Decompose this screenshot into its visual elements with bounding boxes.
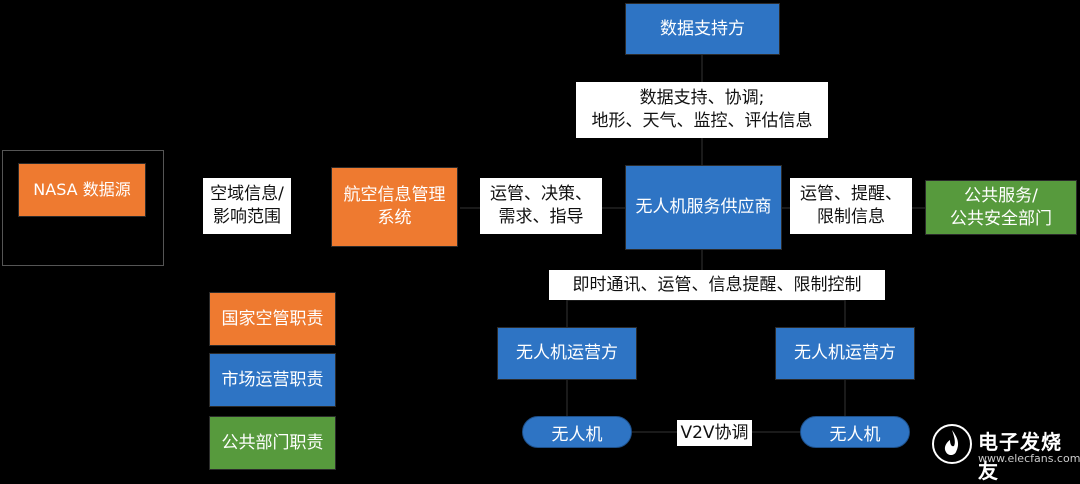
uas-provider-node: 无人机服务供应商 (625, 165, 782, 250)
operator-2-node: 无人机运营方 (775, 327, 915, 380)
watermark-url: www.elecfans.com (978, 452, 1080, 465)
nasa-node: NASA 数据源 (18, 163, 146, 217)
legend-public-sector-label: 公共部门职责 (221, 432, 324, 453)
data-provider-node: 数据支持方 (625, 3, 780, 55)
data-provider-label: 数据支持方 (660, 18, 745, 39)
aim-system-node: 航空信息管理系统 (331, 167, 458, 247)
airspace-label: 空域信息/ 影响范围 (203, 178, 291, 234)
public-dept-label: 公共服务/ 公共安全部门 (950, 185, 1052, 229)
legend-national-atc-label: 国家空管职责 (221, 308, 324, 329)
messaging-label: 即时通讯、运管、信息提醒、限制控制 (549, 270, 885, 300)
v2v-label: V2V协调 (677, 420, 752, 446)
nasa-label: NASA 数据源 (33, 180, 131, 200)
operator-1-label: 无人机运营方 (516, 343, 618, 364)
uav-2-label: 无人机 (829, 424, 881, 445)
aim-system-label: 航空信息管理系统 (343, 185, 446, 228)
legend-market-ops: 市场运营职责 (209, 353, 336, 407)
legend-national-atc: 国家空管职责 (209, 292, 336, 346)
flame-logo-icon (932, 424, 972, 464)
public-dept-node: 公共服务/ 公共安全部门 (925, 180, 1077, 235)
uav-1-node: 无人机 (522, 416, 632, 448)
watermark-text: 电子发烧友 (978, 430, 1062, 483)
data-support-label: 数据支持、协调; 地形、天气、监控、评估信息 (576, 82, 828, 138)
ops-alert-label: 运管、提醒、 限制信息 (790, 178, 912, 234)
uav-1-label: 无人机 (551, 424, 603, 445)
operator-1-node: 无人机运营方 (497, 327, 637, 380)
v2v-text: V2V协调 (680, 422, 749, 443)
legend-public-sector: 公共部门职责 (209, 416, 336, 470)
watermark: 电子发烧友 www.elecfans.com (930, 420, 1080, 483)
legend-market-ops-label: 市场运营职责 (221, 369, 324, 390)
uas-provider-label: 无人机服务供应商 (635, 197, 772, 218)
uav-2-node: 无人机 (800, 416, 910, 448)
ops-decision-text: 运管、决策、 需求、指导 (490, 184, 592, 227)
ops-decision-label: 运管、决策、 需求、指导 (480, 178, 602, 234)
messaging-text: 即时通讯、运管、信息提醒、限制控制 (572, 274, 862, 295)
data-support-text: 数据支持、协调; 地形、天气、监控、评估信息 (591, 88, 813, 131)
operator-2-label: 无人机运营方 (794, 343, 896, 364)
airspace-text: 空域信息/ 影响范围 (210, 184, 284, 227)
ops-alert-text: 运管、提醒、 限制信息 (800, 184, 902, 227)
